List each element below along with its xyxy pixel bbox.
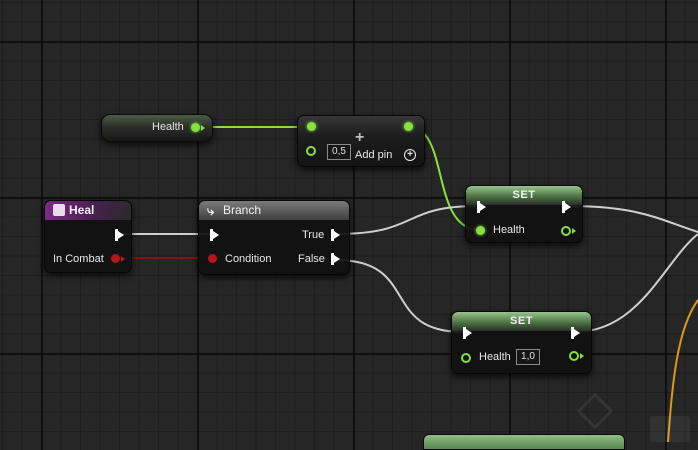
add-input-pin-b[interactable]	[306, 146, 316, 156]
branch-true-label: True	[302, 229, 325, 241]
set2-exec-input-pin[interactable]	[463, 327, 472, 339]
add-pin-button[interactable]: Add pin	[355, 149, 393, 161]
in-combat-label: In Combat	[53, 253, 104, 265]
add-output-pin[interactable]	[404, 122, 413, 131]
event-icon	[53, 204, 65, 216]
health-get-node[interactable]: Health	[101, 114, 213, 142]
set-node-1-title: SET	[512, 189, 536, 201]
wire-set1-out	[567, 205, 698, 233]
branch-title: Branch	[223, 203, 262, 217]
set-node-2-title: SET	[510, 315, 533, 327]
branch-false-label: False	[298, 253, 325, 265]
heal-exec-output-pin[interactable]	[115, 229, 124, 241]
set2-health-label: Health	[479, 351, 511, 363]
health-get-output-pin[interactable]	[191, 123, 200, 132]
branch-condition-label: Condition	[225, 253, 272, 265]
pin-arrow-icon	[121, 256, 125, 262]
pin-arrow-icon	[572, 228, 576, 234]
watermark-logo-second	[650, 416, 690, 442]
branch-header: ⤷ Branch	[199, 201, 349, 220]
set2-exec-output-pin[interactable]	[571, 327, 580, 339]
set2-health-output-pin[interactable]	[569, 351, 579, 361]
wire-true-to-set1	[335, 205, 479, 235]
add-input-pin-a[interactable]	[307, 122, 316, 131]
wire-false-to-set2	[335, 259, 464, 333]
set1-health-label: Health	[493, 224, 525, 236]
branch-true-output-pin[interactable]	[331, 229, 340, 241]
offscreen-node[interactable]	[423, 434, 625, 450]
set-node-2-header: SET	[452, 312, 591, 331]
health-get-label: Health	[152, 121, 184, 133]
circle-plus-icon[interactable]: +	[404, 149, 416, 161]
watermark-logo	[576, 392, 614, 430]
set-node-1-header: SET	[466, 186, 582, 205]
set-health-node-2[interactable]: SET Health 1,0	[451, 311, 592, 374]
add-node[interactable]: + 0,5 Add pin +	[297, 115, 425, 167]
heal-event-title: Heal	[69, 203, 95, 217]
branch-exec-input-pin[interactable]	[210, 229, 219, 241]
set2-health-input-pin[interactable]	[461, 353, 471, 363]
set1-health-output-pin[interactable]	[561, 226, 571, 236]
pin-arrow-icon	[580, 353, 584, 359]
add-value-field[interactable]: 0,5	[327, 144, 351, 160]
branch-condition-input-pin[interactable]	[208, 254, 217, 263]
heal-event-header: Heal	[45, 201, 131, 220]
set1-exec-output-pin[interactable]	[562, 201, 571, 213]
in-combat-output-pin[interactable]	[111, 254, 120, 263]
set-health-node-1[interactable]: SET Health	[465, 185, 583, 243]
branch-icon: ⤷	[207, 203, 215, 218]
branch-node[interactable]: ⤷ Branch True Condition False	[198, 200, 350, 275]
set2-value-field[interactable]: 1,0	[516, 349, 540, 365]
heal-event-node[interactable]: Heal In Combat	[44, 200, 132, 273]
branch-false-output-pin[interactable]	[331, 253, 340, 265]
wire-set2-out	[574, 233, 698, 333]
set1-exec-input-pin[interactable]	[477, 201, 486, 213]
set1-health-input-pin[interactable]	[476, 226, 485, 235]
plus-icon: +	[355, 129, 365, 146]
pin-arrow-icon	[201, 125, 205, 131]
